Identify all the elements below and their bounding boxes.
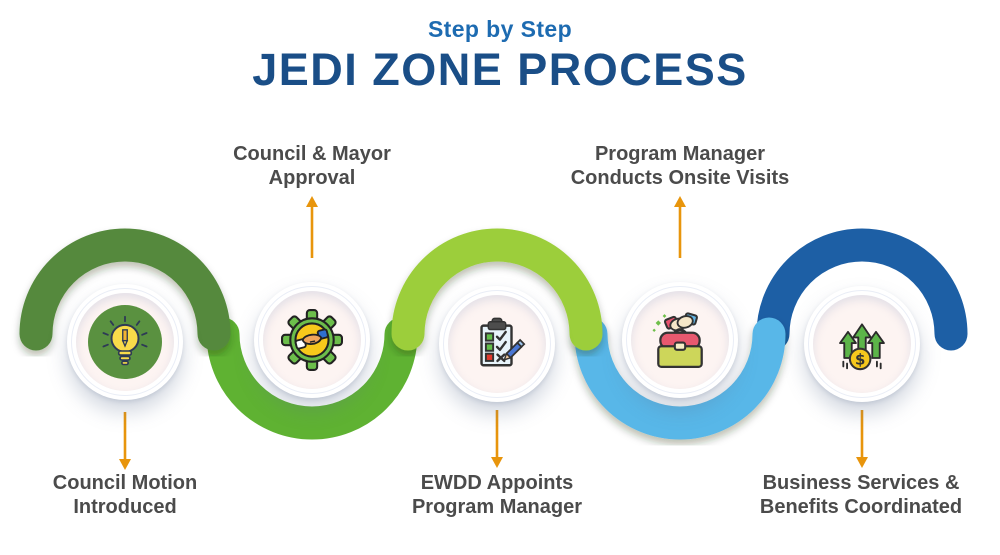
wave-arc-over-step-5	[756, 228, 968, 351]
step4-up-arrow	[674, 196, 686, 258]
step1-icon-background	[88, 305, 162, 379]
step1-node-ring	[76, 293, 174, 391]
step3-node-ring	[448, 295, 546, 393]
step1-down-arrow	[119, 412, 131, 470]
header: Step by Step JEDI ZONE PROCESS	[0, 16, 1000, 92]
checklist-clipboard-icon	[480, 317, 526, 367]
step2-label: Council & Mayor Approval	[233, 143, 391, 190]
step3-label: EWDD Appoints Program Manager	[411, 472, 583, 519]
briefcase-handshake-icon	[652, 312, 703, 369]
lightbulb-idea-icon	[102, 315, 148, 366]
step5-node: $	[804, 286, 920, 402]
wave-arc-under-step-4	[574, 317, 786, 440]
wave-arc-over-step-3	[391, 228, 603, 351]
step5-label: Business Services & Benefits Coordinated	[759, 472, 963, 519]
step3-down-arrow	[491, 410, 503, 468]
wave-arc-under-step-2	[206, 317, 418, 440]
step1-node	[67, 284, 183, 400]
gear-handshake-icon	[281, 309, 343, 371]
step5-node-ring: $	[813, 295, 911, 393]
step4-label: Program Manager Conducts Onsite Visits	[570, 143, 790, 190]
page-title: JEDI ZONE PROCESS	[252, 44, 748, 95]
step2-node-ring	[263, 291, 361, 389]
step2-node	[254, 282, 370, 398]
step4-node	[622, 282, 738, 398]
step5-down-arrow	[856, 410, 868, 468]
wave-arc-over-step-1	[19, 228, 231, 351]
step1-label: Council Motion Introduced	[52, 472, 198, 519]
growth-arrows-dollar-icon: $	[839, 323, 885, 371]
step2-up-arrow	[306, 196, 318, 258]
step4-node-ring	[631, 291, 729, 389]
subtitle: Step by Step	[427, 16, 573, 42]
step3-node	[439, 286, 555, 402]
svg-text:$: $	[855, 351, 865, 369]
